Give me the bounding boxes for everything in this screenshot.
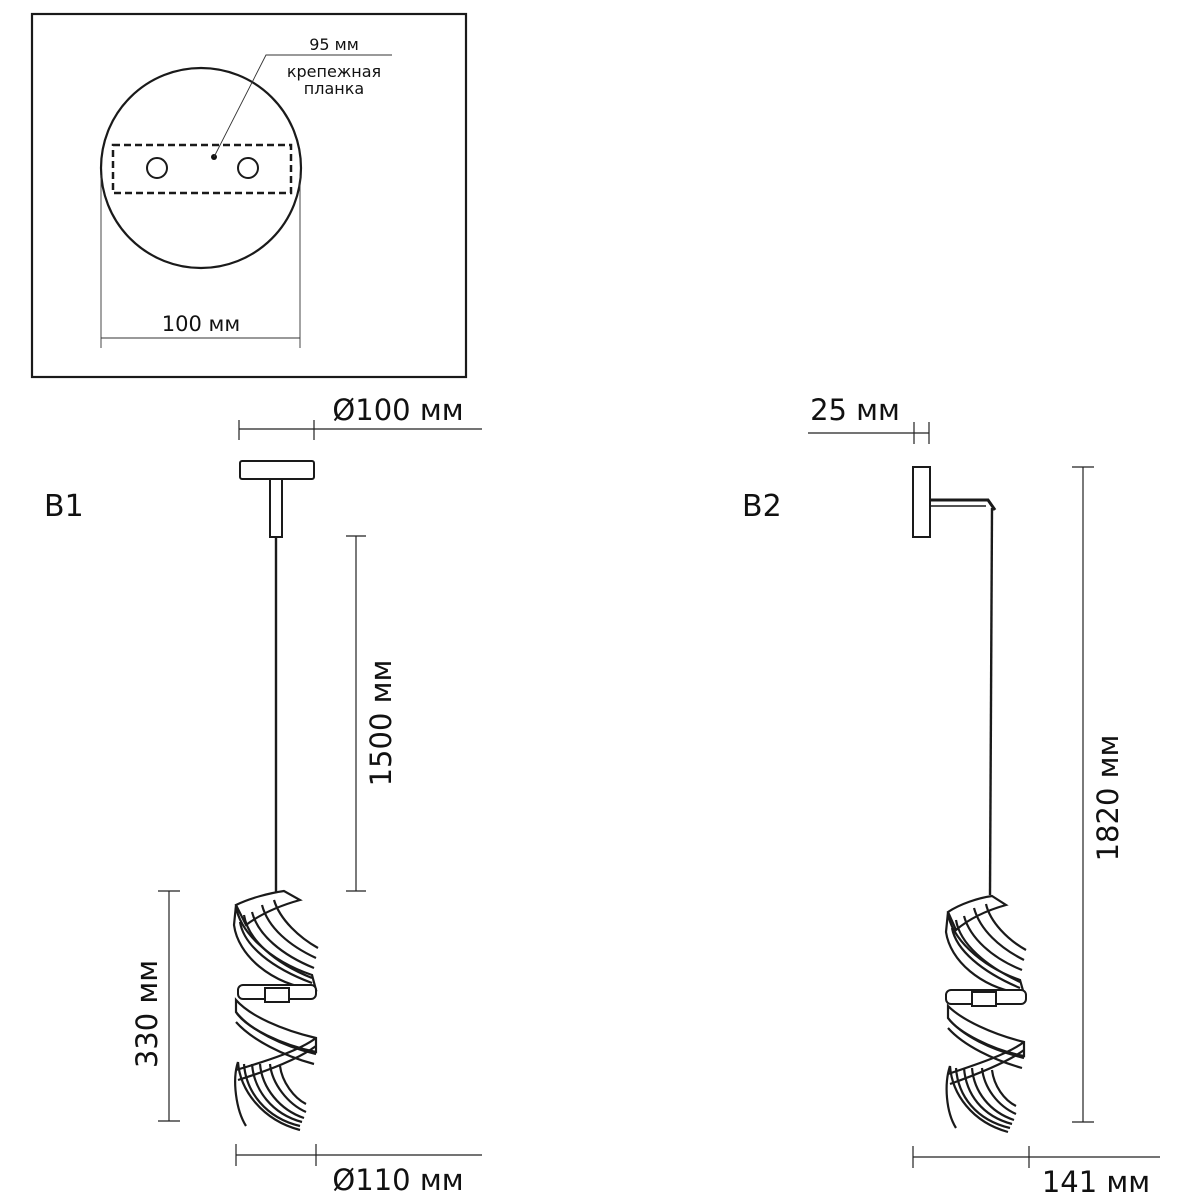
canopy-diameter-text: Ø100 мм (332, 393, 463, 427)
mounting-inset: 95 мм крепежная планка 100 мм (30, 12, 468, 379)
wall-arm (930, 498, 997, 511)
spiral-shade-b1 (232, 889, 319, 1132)
canopy-stem (269, 478, 283, 538)
canopy-top-view (99, 66, 303, 270)
plate-label-line2: планка (304, 79, 364, 98)
plate-label-line1: крепежная (287, 62, 381, 81)
variant-b2: B2 25 мм 1820 мм (742, 393, 1160, 1199)
shade-height-text: 330 мм (130, 960, 164, 1068)
variant-b2-label: B2 (742, 489, 782, 524)
screw-hole-right (237, 157, 259, 179)
variant-b1-label: B1 (44, 489, 84, 524)
wall-plate (912, 466, 931, 538)
inset-frame (30, 12, 468, 379)
screw-hole-left (146, 157, 168, 179)
mounting-bar-dashed (111, 143, 293, 195)
shade-diameter-text: Ø110 мм (332, 1163, 463, 1197)
plate-leader-line (213, 54, 392, 158)
spiral-shade-b2 (944, 894, 1027, 1134)
wall-depth-text: 25 мм (810, 393, 900, 427)
wall-cord (988, 507, 994, 896)
width-dimension-text: 100 мм (162, 312, 240, 336)
total-height-text: 1820 мм (1091, 735, 1125, 862)
ceiling-canopy (239, 460, 315, 480)
variant-b1: B1 Ø100 мм 1500 мм 330 мм (44, 393, 482, 1197)
cord-length-text: 1500 мм (364, 660, 398, 787)
plate-dimension-text: 95 мм (309, 35, 359, 54)
projection-text: 141 мм (1042, 1165, 1150, 1199)
